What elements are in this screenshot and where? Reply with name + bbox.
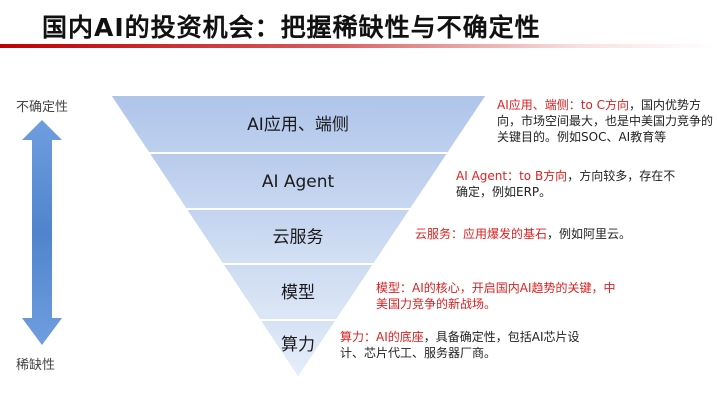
description-text: ，例如阿里云。 (547, 227, 632, 241)
description-text: ，方向较多，存在不确定，例如ERP。 (456, 169, 676, 199)
description-highlight: AI Agent：to B方向 (456, 169, 568, 183)
title-underline (0, 44, 719, 48)
description-highlight: 云服务：应用爆发的基石 (415, 227, 548, 241)
description-text: ，具备确定性，包括AI芯片设计、芯片代工、服务器厂商。 (340, 330, 580, 360)
layer-description-1: AI应用、端侧：to C方向，国内优势方向，市场空间最大，也是中美国力竞争的关键… (497, 97, 715, 145)
uncertainty-label: 不确定性 (16, 100, 69, 115)
description-text: ，国内优势方向，市场空间最大，也是中美国力竞争的关键目的。例如SOC、AI教育等 (497, 98, 714, 144)
layer-description-4: 模型：AI的核心，开启国内AI趋势的关键，中美国力竞争的新战场。 (376, 280, 620, 312)
description-highlight: 算力：AI的底座 (340, 330, 424, 344)
layer-description-3: 云服务：应用爆发的基石，例如阿里云。 (415, 226, 645, 242)
scarcity-label: 稀缺性 (16, 358, 56, 373)
description-highlight: 模型：AI的核心，开启国内AI趋势的关键，中美国力竞争的新战场。 (376, 281, 616, 311)
page-title: 国内AI的投资机会：把握稀缺性与不确定性 (42, 13, 541, 42)
pyramid-layer-label: AI应用、端侧 (247, 115, 349, 135)
description-highlight: AI应用、端侧：to C方向 (497, 98, 629, 112)
layer-description-2: AI Agent：to B方向，方向较多，存在不确定，例如ERP。 (456, 168, 678, 200)
layer-description-5: 算力：AI的底座，具备确定性，包括AI芯片设计、芯片代工、服务器厂商。 (340, 329, 584, 361)
double-arrow-icon (22, 120, 62, 345)
pyramid-layer-label: 算力 (281, 335, 315, 355)
pyramid-layer-label: 云服务 (273, 228, 324, 248)
pyramid-layer-label: 模型 (281, 283, 315, 303)
pyramid-layer-5 (257, 319, 339, 380)
pyramid-layer-label: AI Agent (262, 172, 335, 192)
